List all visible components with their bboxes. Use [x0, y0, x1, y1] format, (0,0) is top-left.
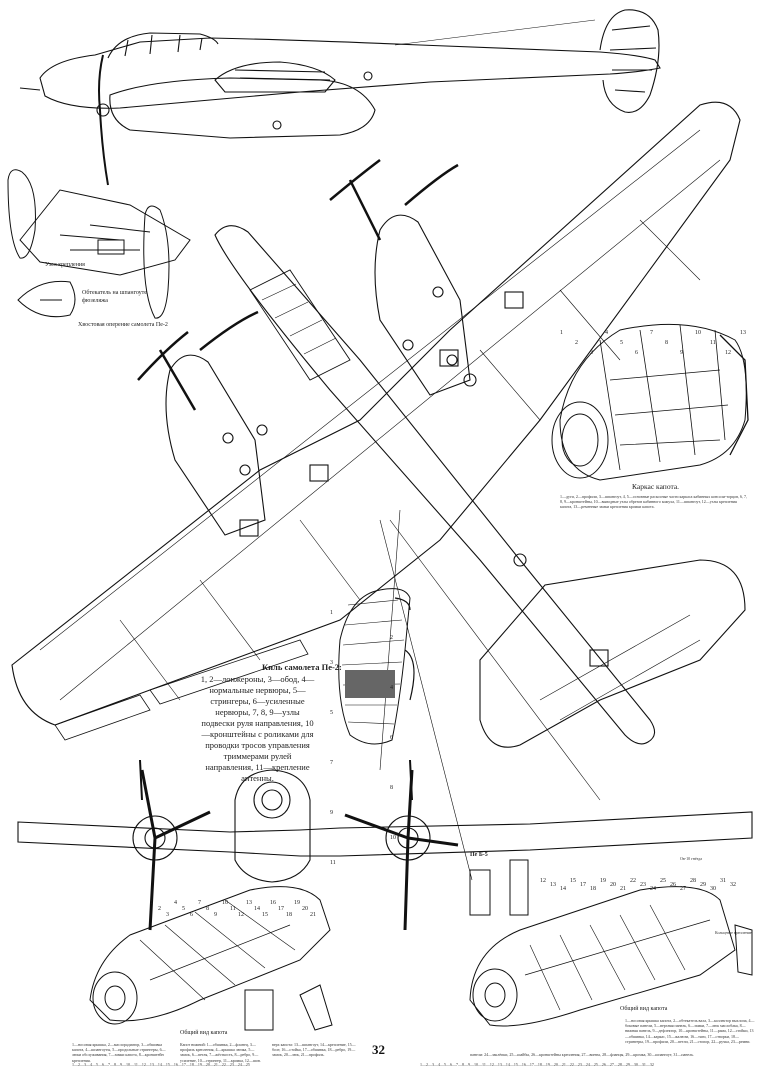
canopy-frame-drawing: [551, 323, 749, 481]
callout-engine-left-14: 14: [254, 906, 260, 912]
engine-cowling-left: [89, 886, 333, 1031]
tail-part-sub2-label: Обтекатель на шпангоуте фюзеляжа: [82, 290, 147, 304]
callout-engine-left-9: 9: [214, 912, 217, 918]
variant-label: Пе Б-5: [470, 852, 488, 858]
callout-engine-right-31: 31: [720, 878, 726, 884]
callout-canopy-8: 8: [665, 340, 668, 346]
callout-engine-right-26: 26: [670, 882, 676, 888]
tail-unit-perspective: [7, 169, 191, 319]
bottom-strip-right: 1—2—3—4—5—6—7—8—9—10—11—12—13—14—15—16—1…: [420, 1062, 654, 1067]
plan-view-aircraft: [11, 101, 746, 881]
callout-canopy-3: 3: [590, 350, 593, 356]
tail-part-sub1-label: Узел крепления: [45, 262, 85, 268]
callout-engine-left-6: 6: [190, 912, 193, 918]
callout-canopy-9: 9: [680, 350, 683, 356]
callout-engine-left-13: 13: [246, 900, 252, 906]
callout-engine-left-8: 8: [206, 906, 209, 912]
callout-engine-right-21: 21: [620, 886, 626, 892]
fin-legend: 1, 2—лонжероны, 3—обод, 4—нормальные нер…: [200, 674, 315, 784]
callout-fin-3: 3: [330, 660, 333, 666]
tail-part-caption: Хвостовая оперение самолета Пе-2: [78, 322, 168, 328]
bottom-left-legend: 1—носовая крышка, 2—маслорадиатор, 3—обш…: [72, 1042, 166, 1063]
callout-canopy-6: 6: [635, 350, 638, 356]
callout-engine-right-15: 15: [570, 878, 576, 884]
callout-engine-left-16: 16: [270, 900, 276, 906]
callout-engine-right-12: 12: [540, 878, 546, 884]
callout-fin-8: 8: [390, 785, 393, 791]
callout-engine-left-4: 4: [174, 900, 177, 906]
callout-fin-2: 2: [390, 635, 393, 641]
page-number: 32: [372, 1042, 385, 1057]
callout-engine-left-1: 1: [150, 900, 153, 906]
bottom-right-legend2: панели: 24—заклёпки, 25—шайбы, 26—кроншт…: [470, 1052, 695, 1057]
callout-engine-right-27: 27: [680, 886, 686, 892]
callout-engine-right-28: 28: [690, 878, 696, 884]
callout-engine-right-22: 22: [630, 878, 636, 884]
engine-cowling-right: [469, 859, 753, 1027]
callout-canopy-2: 2: [575, 340, 578, 346]
callout-fin-5: 5: [330, 710, 333, 716]
canopy-frame-caption: Каркас капота.: [632, 482, 680, 491]
callout-engine-right-32: 32: [730, 882, 736, 888]
engine-view-right-caption: Общий вид капота: [620, 1006, 668, 1012]
bottom-right-legend: 1—носовая крышка капота, 2—обтекатель ва…: [625, 1018, 755, 1044]
callout-engine-right-19: 19: [600, 878, 606, 884]
callout-engine-left-10: 10: [222, 900, 228, 906]
callout-engine-right-23: 23: [640, 882, 646, 888]
fin-title: Киль самолета Пе-2:: [262, 662, 342, 672]
callout-engine-left-18: 18: [286, 912, 292, 918]
callout-fin-9: 9: [330, 810, 333, 816]
right-box-label: Кольцевое крепление: [715, 930, 752, 935]
callout-engine-right-20: 20: [610, 882, 616, 888]
callout-engine-right-14: 14: [560, 886, 566, 892]
callout-engine-left-3: 3: [166, 912, 169, 918]
callout-canopy-7: 7: [650, 330, 653, 336]
callout-engine-right-18: 18: [590, 886, 596, 892]
bottom-middle-legend: Капот нижний: 1—обшивка, 2—фланец, 3—про…: [180, 1042, 261, 1063]
callout-engine-left-11: 11: [230, 906, 236, 912]
callout-canopy-12: 12: [725, 350, 731, 356]
canopy-frame-legend: 1—дуги, 2—профили, 3—шпангоут, 4, 5—осно…: [560, 494, 748, 510]
front-view-aircraft: [17, 759, 753, 931]
callout-engine-left-17: 17: [278, 906, 284, 912]
callout-engine-left-5: 5: [182, 906, 185, 912]
callout-engine-left-19: 19: [294, 900, 300, 906]
side-view-aircraft: [19, 9, 661, 186]
callout-engine-right-24: 24: [650, 886, 656, 892]
callout-fin-6: 6: [390, 735, 393, 741]
callout-fin-7: 7: [330, 760, 333, 766]
callout-fin-4: 4: [390, 685, 393, 691]
right-inset-note: Ов-10 гнёзда: [680, 856, 702, 861]
callout-engine-left-2: 2: [158, 906, 161, 912]
callout-engine-left-12: 12: [238, 912, 244, 918]
callout-canopy-13: 13: [740, 330, 746, 336]
callout-canopy-5: 5: [620, 340, 623, 346]
callout-engine-right-30: 30: [710, 886, 716, 892]
callout-fin-1: 1: [330, 610, 333, 616]
callout-engine-left-21: 21: [310, 912, 316, 918]
bottom-strip-left: 1—2—3—4—5—6—7—8—9—10—11—12—13—14—15—16—1…: [72, 1062, 250, 1067]
callout-engine-right-29: 29: [700, 882, 706, 888]
callout-engine-left-20: 20: [302, 906, 308, 912]
callout-engine-right-13: 13: [550, 882, 556, 888]
callout-canopy-1: 1: [560, 330, 563, 336]
callout-canopy-4: 4: [605, 330, 608, 336]
callout-fin-11: 11: [330, 860, 336, 866]
callout-engine-left-15: 15: [262, 912, 268, 918]
callout-engine-left-7: 7: [198, 900, 201, 906]
fin-drawing: [338, 588, 415, 745]
callout-canopy-11: 11: [710, 340, 716, 346]
callout-engine-right-25: 25: [660, 878, 666, 884]
callout-engine-right-17: 17: [580, 882, 586, 888]
callout-fin-10: 10: [390, 835, 396, 841]
engine-view-left-caption: Общий вид капота: [180, 1030, 228, 1036]
callout-canopy-10: 10: [695, 330, 701, 336]
bottom-middle-legend2: верх капота: 13—шпангоут, 14—крепление, …: [272, 1042, 356, 1058]
